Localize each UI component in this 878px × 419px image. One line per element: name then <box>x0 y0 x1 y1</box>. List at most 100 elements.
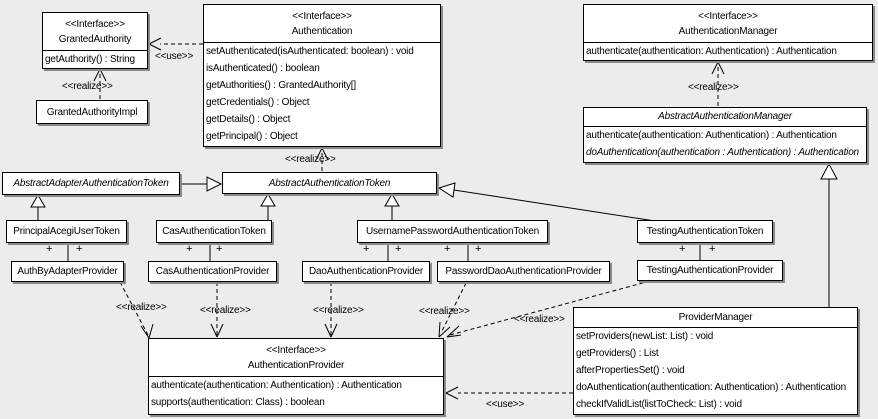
multiplicity-plus: + <box>679 243 686 255</box>
method: supports(authentication: Class) : boolea… <box>151 397 325 408</box>
class-name: CasAuthenticationProvider <box>155 266 270 277</box>
class-name: UsernamePasswordAuthenticationToken <box>365 226 540 237</box>
multiplicity-plus: + <box>216 243 223 255</box>
multiplicity-plus: + <box>709 243 716 255</box>
stereotype-label: <<Interface>> <box>292 11 352 22</box>
methods-compartment: setProviders(newList: List) : void getPr… <box>574 328 857 413</box>
multiplicity-plus: + <box>475 243 482 255</box>
method: getDetails() : Object <box>206 114 291 125</box>
arrowhead-realize-testing <box>446 325 462 338</box>
multiplicity-plus: + <box>46 243 53 255</box>
method: afterPropertiesSet() : void <box>576 365 685 376</box>
class-box-cas-authentication-provider[interactable]: CasAuthenticationProvider <box>148 261 277 282</box>
edge-label-realize-abstract-token: <<realize>> <box>285 154 336 165</box>
realize-authbyadapter-to-provider <box>119 281 149 336</box>
generalization-cas-to-abstract-token <box>260 193 276 220</box>
method: getCredentials() : Object <box>206 97 310 108</box>
class-name: AbstractAuthenticationManager <box>584 108 866 127</box>
multiplicity-plus: + <box>76 243 83 255</box>
arrowhead-realize-cas <box>210 323 224 338</box>
class-box-authentication-manager[interactable]: <<Interface>> AuthenticationManager auth… <box>583 4 873 61</box>
class-name: AuthenticationProvider <box>247 360 345 371</box>
multiplicity-plus: + <box>395 243 402 255</box>
generalization-adapter-token-to-abstract-token <box>180 176 223 192</box>
class-name: GrantedAuthorityImpl <box>46 106 138 118</box>
class-name: GrantedAuthority <box>58 34 132 45</box>
class-box-principal-acegi-user-token[interactable]: PrincipalAcegiUserToken <box>6 220 127 243</box>
class-box-abstract-authentication-token[interactable]: AbstractAuthenticationToken <box>222 172 437 194</box>
generalization-testing-token-to-abstract-token <box>437 182 656 222</box>
class-name: Authentication <box>291 26 353 37</box>
class-name: DaoAuthenticationProvider <box>309 266 423 277</box>
arrowhead-realize-authentication <box>315 147 329 161</box>
class-name: PasswordDaoAuthenticationProvider <box>445 266 602 277</box>
class-header: <<Interface>> Authentication <box>204 5 440 43</box>
class-header: <<Interface>> AuthenticationProvider <box>149 339 443 377</box>
edge-label-realize-passworddao: <<realize>> <box>419 306 470 317</box>
class-name: ProviderManager <box>574 308 857 328</box>
edge-label-realize-dao: <<realize>> <box>313 305 364 316</box>
method: isAuthenticated() : boolean <box>206 63 320 74</box>
class-box-authentication-provider[interactable]: <<Interface>> AuthenticationProvider aut… <box>148 338 444 415</box>
method: setAuthenticated(isAuthenticated: boolea… <box>206 46 414 57</box>
class-box-abstract-authentication-manager[interactable]: AbstractAuthenticationManager authentica… <box>583 107 867 163</box>
method: authenticate(authentication: Authenticat… <box>586 46 837 57</box>
multiplicity-plus: + <box>444 243 451 255</box>
class-box-auth-by-adapter-provider[interactable]: AuthByAdapterProvider <box>11 261 124 282</box>
arrowhead-use-granted-authority <box>148 37 162 51</box>
arrowhead-realize-dao <box>324 323 338 338</box>
class-name: AuthenticationManager <box>678 26 778 37</box>
class-box-granted-authority-impl[interactable]: GrantedAuthorityImpl <box>36 100 148 124</box>
methods-compartment: authenticate(authentication: Authenticat… <box>584 43 872 60</box>
class-box-authentication[interactable]: <<Interface>> Authentication setAuthenti… <box>203 4 441 147</box>
stereotype-label: <<Interface>> <box>65 19 125 30</box>
class-name: AbstractAuthenticationToken <box>268 177 391 189</box>
generalization-provider-manager-to-abstract-manager <box>820 162 838 307</box>
class-box-granted-authority[interactable]: <<Interface>> GrantedAuthority getAuthor… <box>42 12 148 69</box>
edge-label-realize-granted-authority-impl: <<realize>> <box>62 81 113 92</box>
class-name: TestingAuthenticationProvider <box>646 265 774 276</box>
class-name: PrincipalAcegiUserToken <box>13 226 120 237</box>
edge-label-realize-abstract-manager: <<realize>> <box>688 82 739 93</box>
arrowhead-realize-authentication-manager <box>711 61 725 75</box>
class-box-username-password-authentication-token[interactable]: UsernamePasswordAuthenticationToken <box>357 220 548 243</box>
arrowhead-realize-authbyadapter <box>140 323 154 339</box>
class-header: <<Interface>> GrantedAuthority <box>43 13 147 51</box>
class-name: CasAuthenticationToken <box>162 226 266 237</box>
method: checkIfValidList(listToCheck: List) : vo… <box>576 399 742 410</box>
method: authenticate(authentication: Authenticat… <box>586 130 837 141</box>
generalization-principal-to-adapter-token <box>30 194 46 220</box>
class-box-abstract-adapter-authentication-token[interactable]: AbstractAdapterAuthenticationToken <box>2 172 180 195</box>
edge-label-realize-cas: <<realize>> <box>200 305 251 316</box>
multiplicity-plus: + <box>186 243 193 255</box>
method: setProviders(newList: List) : void <box>576 331 714 342</box>
edge-label-realize-testing: <<realize>> <box>514 314 565 325</box>
edge-label-realize-authbyadapter: <<realize>> <box>116 302 167 313</box>
arrowhead-realize-passworddao <box>438 321 451 338</box>
methods-compartment: authenticate(authentication: Authenticat… <box>584 127 866 161</box>
class-box-testing-authentication-provider[interactable]: TestingAuthenticationProvider <box>637 260 783 281</box>
method: doAuthentication(authentication: Authent… <box>576 382 846 393</box>
class-header: <<Interface>> AuthenticationManager <box>584 5 872 43</box>
method-abstract: doAuthentication(authentication : Authen… <box>586 147 859 158</box>
realize-passworddao-to-provider <box>440 282 467 334</box>
methods-compartment: setAuthenticated(isAuthenticated: boolea… <box>204 43 440 145</box>
class-name: AuthByAdapterProvider <box>17 266 118 277</box>
stereotype-label: <<Interface>> <box>266 345 326 356</box>
stereotype-label: <<Interface>> <box>698 11 758 22</box>
class-box-dao-authentication-provider[interactable]: DaoAuthenticationProvider <box>302 261 430 282</box>
method: getAuthority() : String <box>45 54 135 65</box>
edge-label-use-granted-authority: <<use>> <box>155 51 194 62</box>
class-box-cas-authentication-token[interactable]: CasAuthenticationToken <box>156 220 272 243</box>
edge-label-use-provider-manager: <<use>> <box>486 399 525 410</box>
method: getProviders() : List <box>576 348 659 359</box>
class-box-password-dao-authentication-provider[interactable]: PasswordDaoAuthenticationProvider <box>437 261 610 282</box>
class-name: AbstractAdapterAuthenticationToken <box>13 178 169 189</box>
class-box-testing-authentication-token[interactable]: TestingAuthenticationToken <box>637 220 773 243</box>
multiplicity-plus: + <box>363 243 370 255</box>
arrowhead-realize-granted-authority <box>93 68 107 82</box>
methods-compartment: getAuthority() : String <box>43 51 147 68</box>
class-box-provider-manager[interactable]: ProviderManager setProviders(newList: Li… <box>573 307 858 415</box>
